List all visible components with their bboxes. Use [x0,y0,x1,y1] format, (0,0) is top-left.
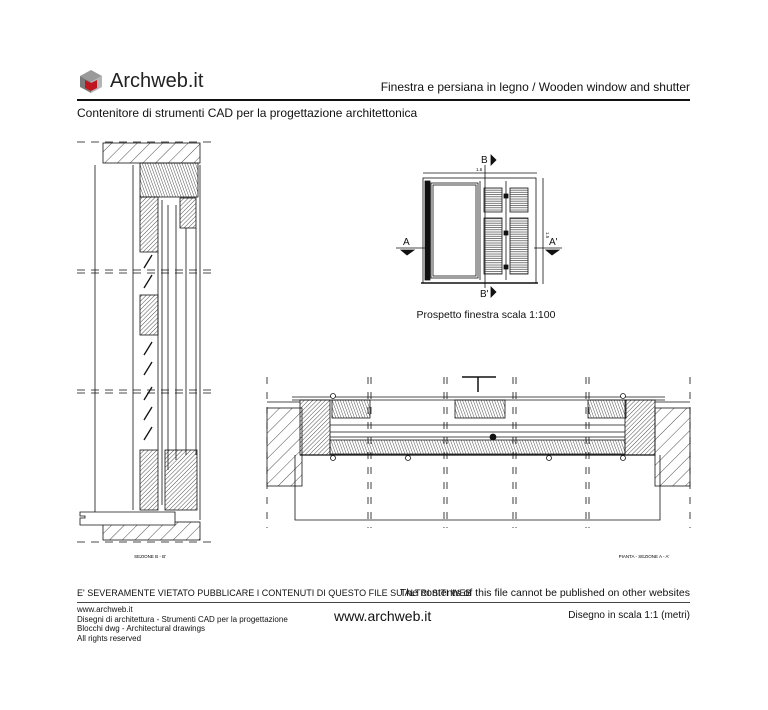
warning-italian: E' SEVERAMENTE VIETATO PUBBLICARE I CONT… [77,588,472,598]
elevation-caption: Prospetto finestra scala 1:100 [417,309,556,321]
plan-section-a-a-drawing [266,376,691,528]
elevation-labels: B B' A A' 1.6 1.5 Prospetto finestra sca… [403,155,558,321]
footer-website: www.archweb.it [334,608,432,624]
brand-name: Archweb.it [110,70,204,92]
section-b-prime-marker: B' [480,289,489,300]
footer-line: Blocchi dwg - Architectural drawings [77,624,206,633]
footer-divider [77,602,690,603]
section-b-b-drawing [77,141,215,543]
dimension-height: 1.5 [545,232,550,239]
footer-credits: www.archweb.it Disegni di architettura -… [77,605,288,643]
footer-line: Disegni di architettura - Strumenti CAD … [77,614,288,624]
sheet-subtitle: Contenitore di strumenti CAD per la prog… [77,106,418,120]
section-b-marker: B [481,155,488,166]
plan-section-a-a-label: PIANTA - SEZIONE A - A' [619,554,670,559]
header-divider [77,99,690,101]
footer-line: www.archweb.it [77,605,133,614]
section-a-marker: A [403,237,410,248]
section-a-prime-marker: A' [549,237,558,248]
archweb-logo-icon [80,70,102,93]
warning-english: The contents of this file cannot be publ… [399,587,690,599]
dimension-width: 1.6 [476,167,483,172]
window-elevation-drawing [396,154,562,298]
drawing-scale: Disegno in scala 1:1 (metri) [568,610,690,621]
sheet-title: Finestra e persiana in legno / Wooden wi… [380,80,690,94]
footer-line: All rights reserved [77,633,142,643]
section-b-b-label: SEZIONE B - B' [134,554,166,559]
